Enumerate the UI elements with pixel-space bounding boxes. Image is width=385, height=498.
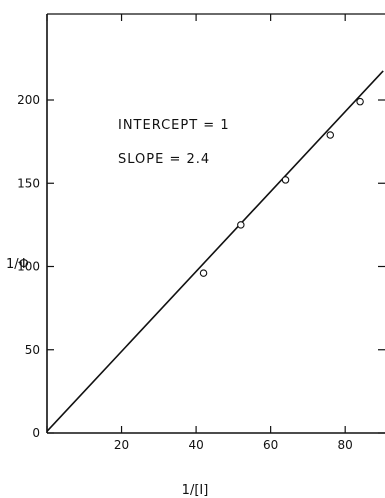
y-tick-label: 100 (17, 260, 40, 274)
y-tick-label: 50 (25, 343, 40, 357)
x-tick-label: 80 (338, 438, 353, 452)
plot-axes (46, 13, 385, 434)
x-tick-label: 40 (188, 438, 203, 452)
slope-annotation: SLOPE = 2.4 (118, 152, 210, 167)
data-points (199, 97, 364, 277)
data-point (326, 131, 335, 139)
x-tick-label: 60 (263, 438, 278, 452)
y-tick-label: 200 (17, 93, 40, 107)
fit-line (46, 70, 384, 432)
x-tick-label: 20 (114, 438, 129, 452)
y-tick-label: 150 (17, 176, 40, 190)
y-tick-label: 0 (32, 426, 40, 440)
data-point (199, 269, 208, 277)
axis-ticks: 0 50 100 150 200 20 40 60 80 (17, 14, 385, 452)
intercept-annotation: INTERCEPT = 1 (118, 118, 230, 133)
x-axis-label: 1/[I] (182, 483, 209, 498)
data-point (237, 221, 245, 229)
y-axis-label: 1/Φ (6, 257, 29, 272)
data-point (281, 176, 290, 184)
data-point (356, 97, 364, 106)
